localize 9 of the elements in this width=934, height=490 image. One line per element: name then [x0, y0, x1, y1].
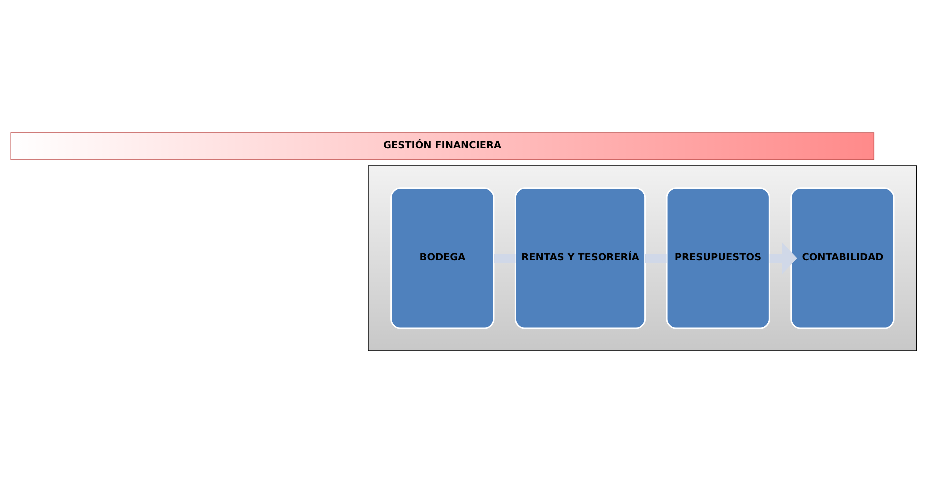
- connector: [494, 254, 516, 263]
- node-box: RENTAS Y TESORERÍA: [514, 188, 646, 330]
- cluster: [368, 166, 918, 352]
- connector: [645, 254, 667, 263]
- arrow: [770, 242, 798, 274]
- node-box: GESTIÓN FINANCIERA: [10, 132, 875, 160]
- node-box: PRESUPUESTOS: [666, 188, 770, 330]
- node-box: BODEGA: [390, 188, 495, 330]
- node-box: CONTABILIDAD: [790, 188, 895, 330]
